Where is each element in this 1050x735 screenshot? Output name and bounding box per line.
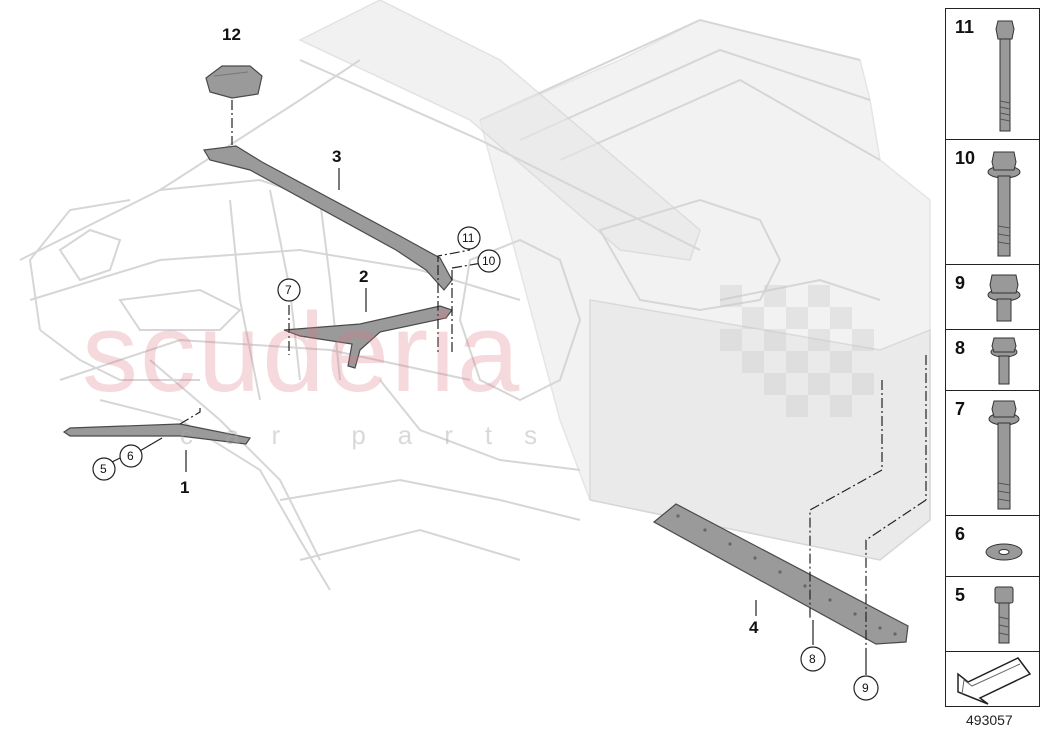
callout-circle-7: 7	[277, 278, 301, 302]
callout-circle-11: 11	[457, 226, 481, 250]
callout-circle-10: 10	[477, 249, 501, 273]
callout-circle-5: 5	[92, 457, 116, 481]
ghosted-vehicle-frame	[19, 0, 931, 591]
svg-text:7: 7	[285, 283, 292, 297]
legend-cell-5: 5	[945, 576, 1040, 652]
svg-text:11: 11	[462, 231, 475, 245]
legend-cell-9: 9	[945, 264, 1040, 330]
legend-cell-arrow	[945, 651, 1040, 707]
long-flange-bolt-icon	[988, 400, 1020, 510]
part-2-y-brace	[283, 305, 453, 369]
socket-screw-icon	[994, 586, 1014, 644]
callout-4: 4	[749, 618, 759, 637]
leader-6	[137, 437, 163, 453]
callout-1: 1	[180, 478, 189, 497]
catalog-number: 493057	[966, 712, 1013, 728]
part-12-cap	[205, 65, 263, 99]
fastener-legend: 11 10 9 8 7	[945, 8, 1042, 708]
callout-circle-6: 6	[119, 444, 143, 468]
callout-12: 12	[222, 25, 241, 44]
washer-icon	[985, 543, 1023, 561]
part-1-rod	[62, 423, 251, 445]
torx-bolt-icon	[990, 337, 1018, 385]
legend-cell-7: 7	[945, 390, 1040, 516]
svg-text:8: 8	[809, 652, 816, 666]
svg-text:6: 6	[127, 449, 134, 463]
svg-text:10: 10	[482, 254, 496, 268]
direction-arrow-icon	[957, 657, 1032, 705]
checker-watermark	[720, 285, 874, 417]
bolt-icon	[995, 20, 1015, 132]
part-3-strut-brace	[203, 145, 453, 291]
flange-bolt-icon	[987, 151, 1021, 257]
exploded-parts-diagram: 12 3 2 1 4 7 11 10 5 6 8 9	[19, 0, 931, 701]
callout-3: 3	[332, 147, 341, 166]
legend-cell-6: 6	[945, 515, 1040, 577]
callout-circle-9: 9	[853, 675, 879, 701]
callout-2: 2	[359, 267, 368, 286]
part-4-plate	[652, 503, 909, 645]
legend-cell-8: 8	[945, 329, 1040, 391]
callout-circle-8: 8	[800, 646, 826, 672]
short-bolt-icon	[987, 274, 1021, 322]
legend-cell-10: 10	[945, 139, 1040, 265]
svg-text:5: 5	[100, 462, 107, 476]
legend-cell-11: 11	[945, 8, 1040, 140]
svg-text:9: 9	[862, 681, 869, 695]
